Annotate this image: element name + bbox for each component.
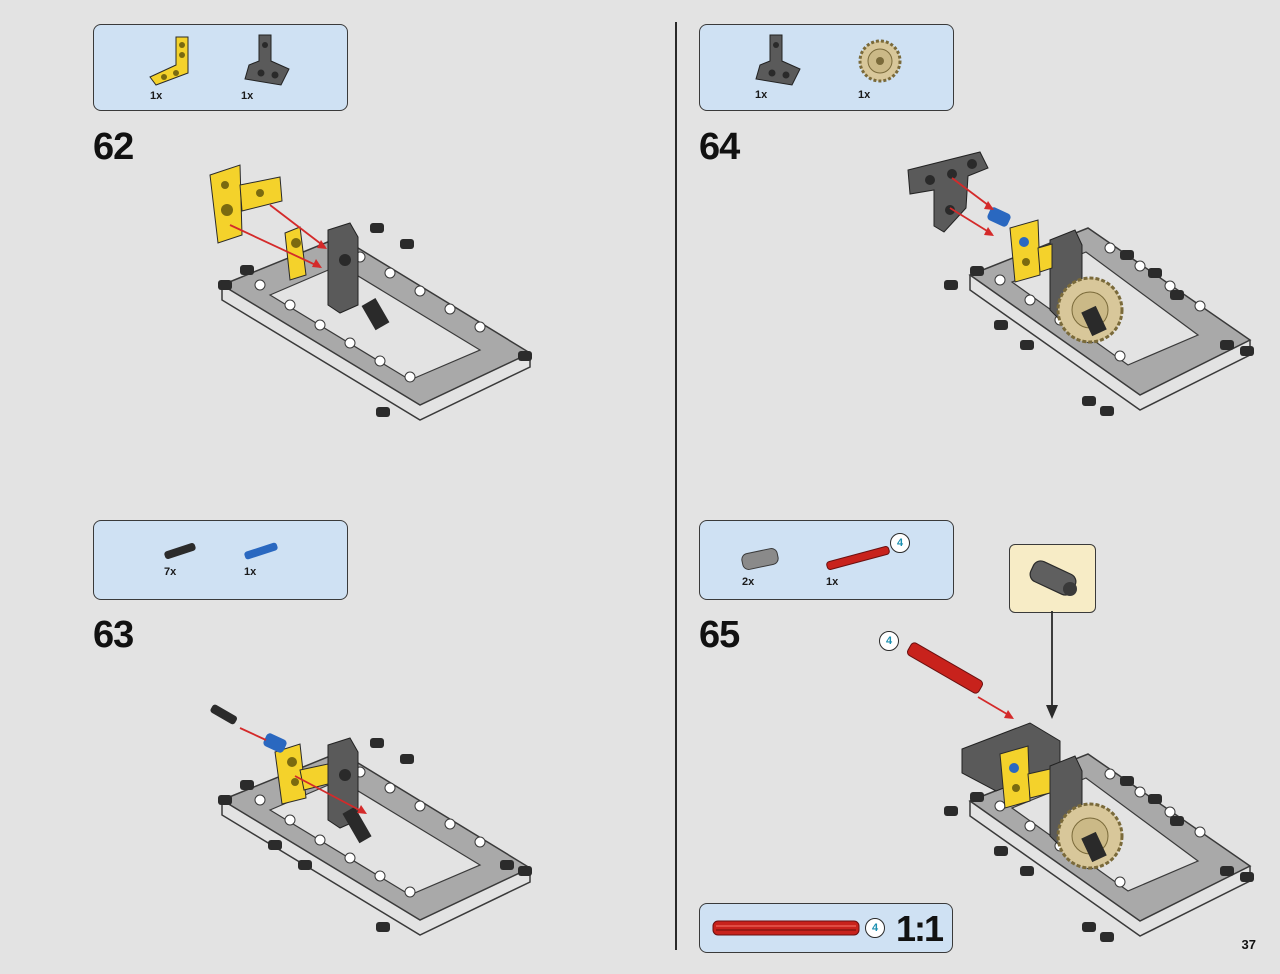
- qty-yellow-l-beam: 1x: [150, 90, 163, 102]
- page-number: 37: [1241, 937, 1256, 952]
- red-axle-icon: [712, 920, 860, 936]
- step-number-62: 62: [93, 126, 134, 168]
- grey-bush-icon: [741, 548, 779, 570]
- qty-blue-pin: 1x: [244, 566, 257, 578]
- dark-grey-t-beam-icon: [755, 34, 801, 86]
- scale-label: 1:1: [895, 908, 944, 949]
- step-number-65: 65: [699, 614, 740, 656]
- grey-bush-icon: [1029, 560, 1077, 596]
- page-divider: [675, 22, 677, 950]
- axle-scale-reference: 4 1:1: [699, 903, 953, 953]
- qty-tan-gear: 1x: [858, 89, 871, 101]
- qty-red-axle: 1x: [826, 576, 839, 588]
- step-number-63: 63: [93, 614, 134, 656]
- step-64-assembly-illustration: [907, 151, 1254, 416]
- parts-box-step-62: 1x 1x: [93, 24, 348, 111]
- qty-black-pin: 7x: [164, 566, 177, 578]
- yellow-l-beam-icon: [149, 36, 189, 86]
- step-63-assembly-illustration: [210, 704, 532, 936]
- qty-dark-grey-t-beam: 1x: [755, 89, 768, 101]
- blue-pin-icon: [244, 542, 278, 560]
- parts-box-step-63: 7x 1x: [93, 520, 348, 600]
- tan-gear-icon: [858, 39, 902, 83]
- sub-assembly-inset: [1009, 544, 1096, 613]
- scale-axle-length-badge: 4: [865, 918, 885, 938]
- dark-grey-t-beam-icon: [244, 34, 290, 86]
- axle-length-badge: 4: [890, 533, 910, 553]
- parts-box-step-65: 2x 4 1x: [699, 520, 954, 600]
- step-65-assembly-illustration: [906, 611, 1254, 942]
- parts-box-step-64: 1x 1x: [699, 24, 954, 111]
- step-number-64: 64: [699, 126, 740, 168]
- black-pin-icon: [164, 543, 196, 559]
- qty-dark-grey-t-beam: 1x: [241, 90, 254, 102]
- qty-grey-bush: 2x: [742, 576, 755, 588]
- axle-callout-badge: 4: [879, 631, 899, 651]
- red-axle-icon: [826, 546, 890, 570]
- step-62-assembly-illustration: [209, 164, 532, 421]
